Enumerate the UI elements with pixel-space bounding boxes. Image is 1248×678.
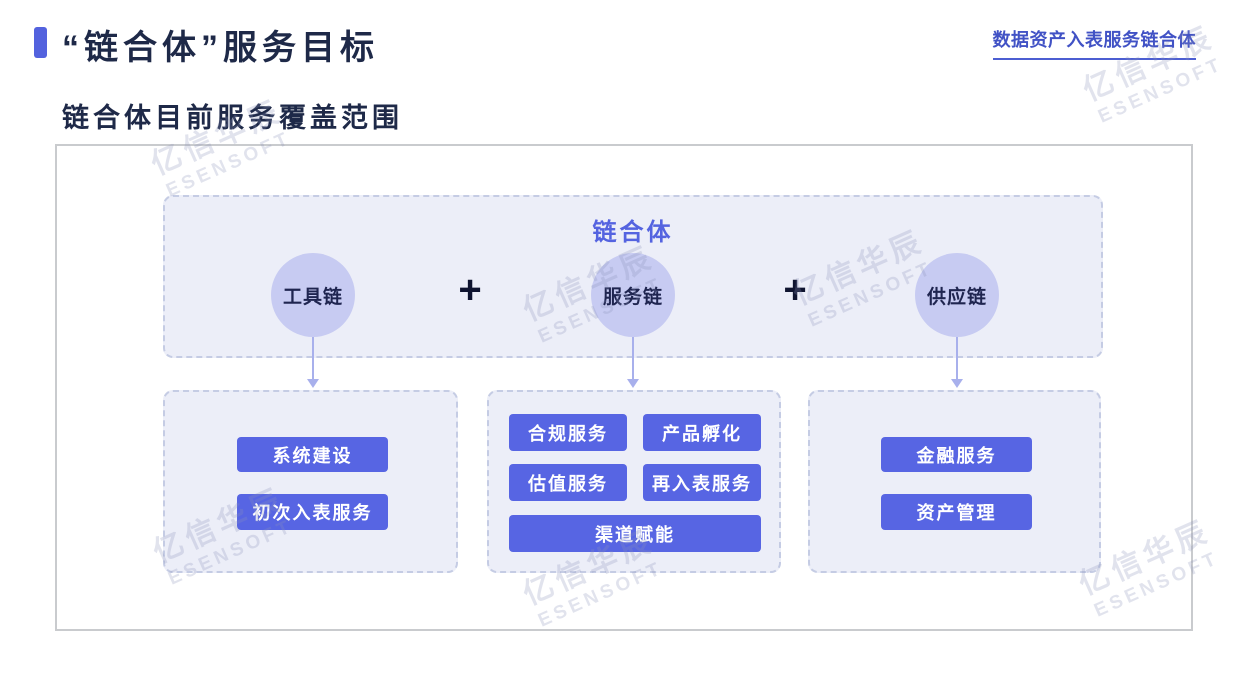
plus-sign: + [783,268,807,312]
tool-chain-services-box [163,390,458,573]
down-arrow-tool [312,337,314,381]
chain-group-title: 链合体 [592,219,674,246]
section-subtitle: 链合体目前服务覆盖范围 [62,103,403,133]
service-chip-asset-mgmt: 资产管理 [881,494,1032,530]
title-accent-bar [34,27,47,58]
service-chip-system-build: 系统建设 [237,437,388,472]
plus-sign: + [458,268,482,312]
service-chip-initial-entry: 初次入表服务 [237,494,388,530]
service-chip-finance: 金融服务 [881,437,1032,472]
service-chip-valuation: 估值服务 [509,464,627,501]
service-chip-product-incubate: 产品孵化 [643,414,761,451]
service-chip-channel-enable: 渠道赋能 [509,515,761,552]
down-arrow-supply [956,337,958,381]
chain-circle-service: 服务链 [591,253,675,337]
corner-tagline: 数据资产入表服务链合体 [992,26,1196,60]
page-title: “链合体”服务目标 [62,29,379,67]
down-arrow-head-icon [307,379,319,388]
chain-circle-tool: 工具链 [271,253,355,337]
down-arrow-service [632,337,634,381]
supply-chain-services-box [808,390,1101,573]
watermark-en: ESENSOFT [1095,53,1227,128]
down-arrow-head-icon [627,379,639,388]
service-chip-reentry: 再入表服务 [643,464,761,501]
down-arrow-head-icon [951,379,963,388]
service-chip-compliance: 合规服务 [509,414,627,451]
chain-circle-supply: 供应链 [915,253,999,337]
